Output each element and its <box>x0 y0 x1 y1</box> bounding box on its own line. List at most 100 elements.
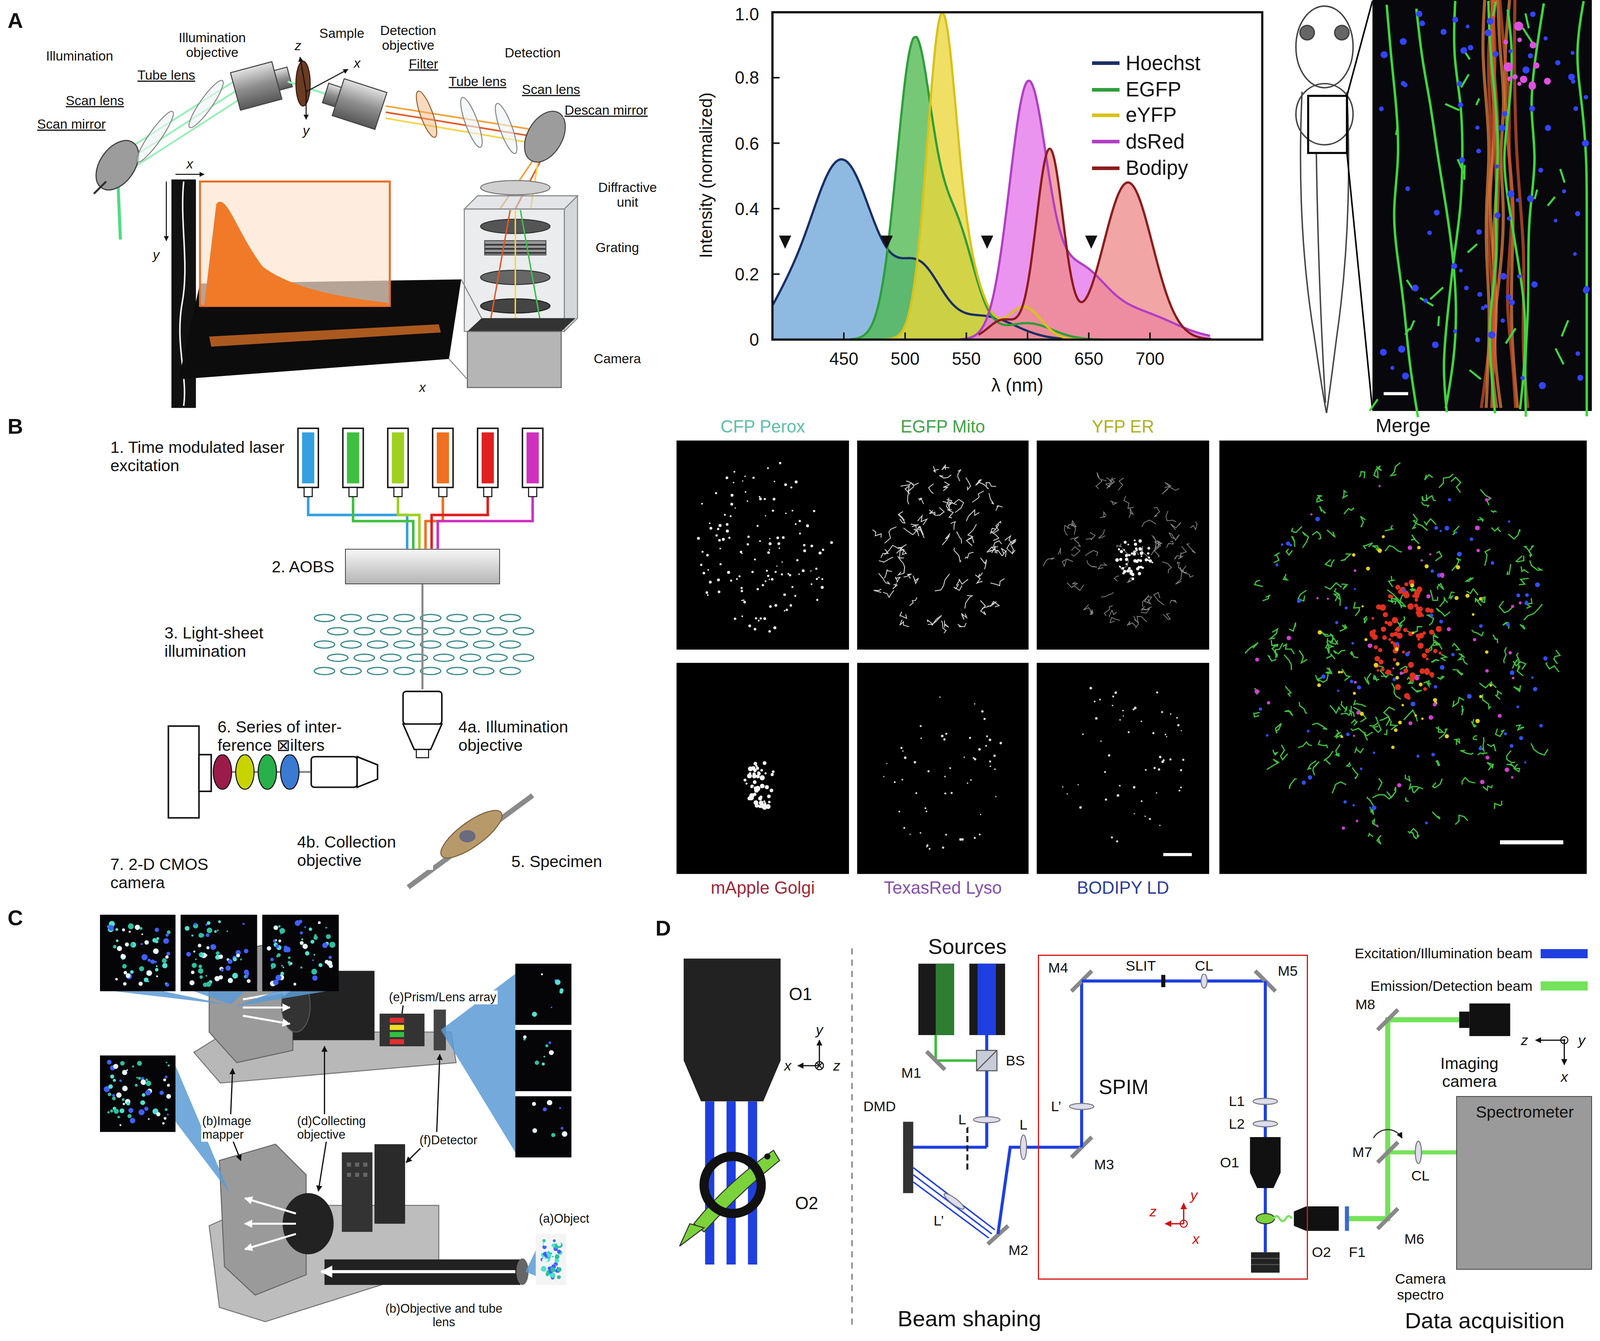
microscopy-tiles-part-part <box>1090 610 1093 615</box>
microscopy-tiles-part-part <box>1398 720 1402 725</box>
microscopy-tiles-part-part <box>1086 560 1097 568</box>
part-label: M8 <box>1354 996 1377 1013</box>
fish-fluorescence-image-part-part <box>1475 125 1480 130</box>
thumbnail-images-part <box>554 979 561 986</box>
thumbnail-images-part <box>156 937 159 941</box>
microscopy-tiles-part-part <box>1474 525 1480 531</box>
part-label: Grating <box>594 240 641 256</box>
light-sheet-part <box>394 667 415 675</box>
fish-fluorescence-image-part-part <box>1401 372 1410 380</box>
microscopy-tiles-part-part <box>1426 594 1431 599</box>
microscopy-tiles-part-part <box>1070 536 1079 540</box>
microscopy-tiles-part-part <box>1123 496 1134 509</box>
thumbnail-images-part <box>328 956 332 960</box>
microscopy-tiles-part-part <box>768 605 772 608</box>
microscopy-tiles-part-part <box>973 837 976 840</box>
light-sheet-part <box>447 667 468 675</box>
fish-fluorescence-image-part-part <box>1488 0 1499 414</box>
microscopy-tiles-part-part <box>787 573 790 576</box>
microscopy-tiles-part-part <box>884 570 892 579</box>
microscopy-tiles-part-part <box>1337 670 1341 674</box>
thumbnail-images-part <box>214 930 217 934</box>
thumbnail-images-part <box>302 944 308 950</box>
thumbnail-images-part <box>145 1090 151 1096</box>
microscopy-tiles-part-part <box>1364 673 1371 685</box>
microscopy-tiles-part-part <box>1147 556 1151 559</box>
illumination-objective-part <box>421 584 424 690</box>
microscopy-tiles-part-part <box>1359 767 1363 771</box>
node-label: 2. AOBS <box>270 558 336 577</box>
beam-shaping-optics-part-part <box>913 1175 992 1235</box>
part-label: 7. 2-D CMOS camera <box>109 855 234 893</box>
microscopy-tiles-part-part <box>1531 676 1534 679</box>
fish-fluorescence-image-part-part <box>1515 198 1520 202</box>
microscopy-tiles-part-part <box>778 462 782 465</box>
microscopy-tiles-part-part <box>1190 521 1197 530</box>
part-label: Imaging camera <box>1427 1054 1512 1092</box>
microscopy-tiles-part-part <box>1341 826 1346 830</box>
panel-letter: C <box>6 905 25 930</box>
image-mapping-spectrometer-part <box>321 1270 516 1274</box>
legend-label: Excitation/Illumination beam <box>1353 945 1534 962</box>
thumbnail-images-part <box>198 933 204 938</box>
thumbnail-images-part <box>540 1266 547 1273</box>
laser-sources-part <box>437 496 533 550</box>
thumbnail-images <box>100 915 572 1286</box>
fish-fluorescence-image-part-part <box>1498 124 1506 132</box>
microscopy-tiles-part-part <box>1386 669 1392 676</box>
microscopy-tiles-part-part <box>1425 821 1428 825</box>
laser-sources-part <box>432 428 453 488</box>
thumbnail-images-part <box>107 1111 110 1114</box>
microscopy-tiles-part-part <box>1518 601 1522 605</box>
microscopy-tiles-part-part <box>1140 720 1143 723</box>
microscopy-tiles-part-part <box>1153 507 1160 518</box>
part-label: Camera spectro <box>1383 1271 1458 1304</box>
microscopy-tiles-part-part <box>1454 531 1458 534</box>
zebrafish-outline-part <box>1326 91 1349 414</box>
light-sheet-part <box>407 654 428 662</box>
microscopy-tiles-part <box>856 440 1029 650</box>
thumbnail-images-part <box>161 958 167 964</box>
microscopy-tiles-part-part <box>1254 657 1259 662</box>
microscopy-tiles-part-part <box>1162 562 1172 574</box>
fish-fluorescence-image-part-part <box>1486 17 1494 25</box>
microscopy-tiles-part-part <box>953 547 961 562</box>
microscopy-tiles-part-part <box>717 590 721 594</box>
thumbnail-images-part <box>154 968 159 972</box>
microscopy-tiles-part-part <box>741 615 744 618</box>
microscopy-tiles-part-part <box>1126 569 1130 573</box>
microscopy-tiles-part-part <box>812 509 816 513</box>
microscopy-tiles-part-part <box>1390 632 1395 638</box>
microscopy-tiles-part-part <box>776 565 778 567</box>
scan-optics-part <box>184 77 228 132</box>
microscopy-tiles-part-part <box>1353 700 1366 708</box>
thumbnail-images-part <box>515 964 572 1026</box>
microscopy-tiles-part-part <box>1395 584 1400 590</box>
part-label: M2 <box>1007 1242 1030 1259</box>
beam-shaping-optics-part <box>1020 1135 1027 1160</box>
microscopy-tiles-part-part <box>1490 561 1495 565</box>
microscopy-tiles-part-part <box>1177 724 1180 727</box>
microscopy-tiles-part-part <box>1182 758 1185 761</box>
microscopy-tiles-part-part <box>1121 567 1124 570</box>
microscopy-tiles-part-part <box>919 832 922 834</box>
microscopy-tiles-part-part <box>1135 547 1138 551</box>
microscopy-tiles-part-part <box>1144 769 1147 772</box>
spim-optics-part <box>1081 979 1266 983</box>
microscopy-tiles-part-part <box>1494 800 1502 810</box>
part-label: (b)Image mapper <box>201 1114 267 1142</box>
part-label: Descan mirror <box>563 102 650 118</box>
microscopy-tiles-part-part <box>803 549 806 553</box>
microscopy-tiles-part-part <box>1176 717 1178 719</box>
microscopy-tiles-part-part <box>1298 742 1312 748</box>
microscopy-tiles-part-part <box>1505 623 1510 627</box>
microscopy-tiles-part-part <box>707 569 709 571</box>
thumbnail-images-part <box>276 955 279 958</box>
thumbnail-images-part <box>163 938 169 944</box>
microscopy-tiles-part-part <box>1170 713 1172 716</box>
microscopy-tiles-part-part <box>1296 599 1301 604</box>
laser-sources-part <box>301 432 315 484</box>
microscopy-tiles-part-part <box>730 494 734 497</box>
microscopy-tiles-part-part <box>1368 833 1373 838</box>
microscopy-tiles-part-part <box>978 748 981 751</box>
